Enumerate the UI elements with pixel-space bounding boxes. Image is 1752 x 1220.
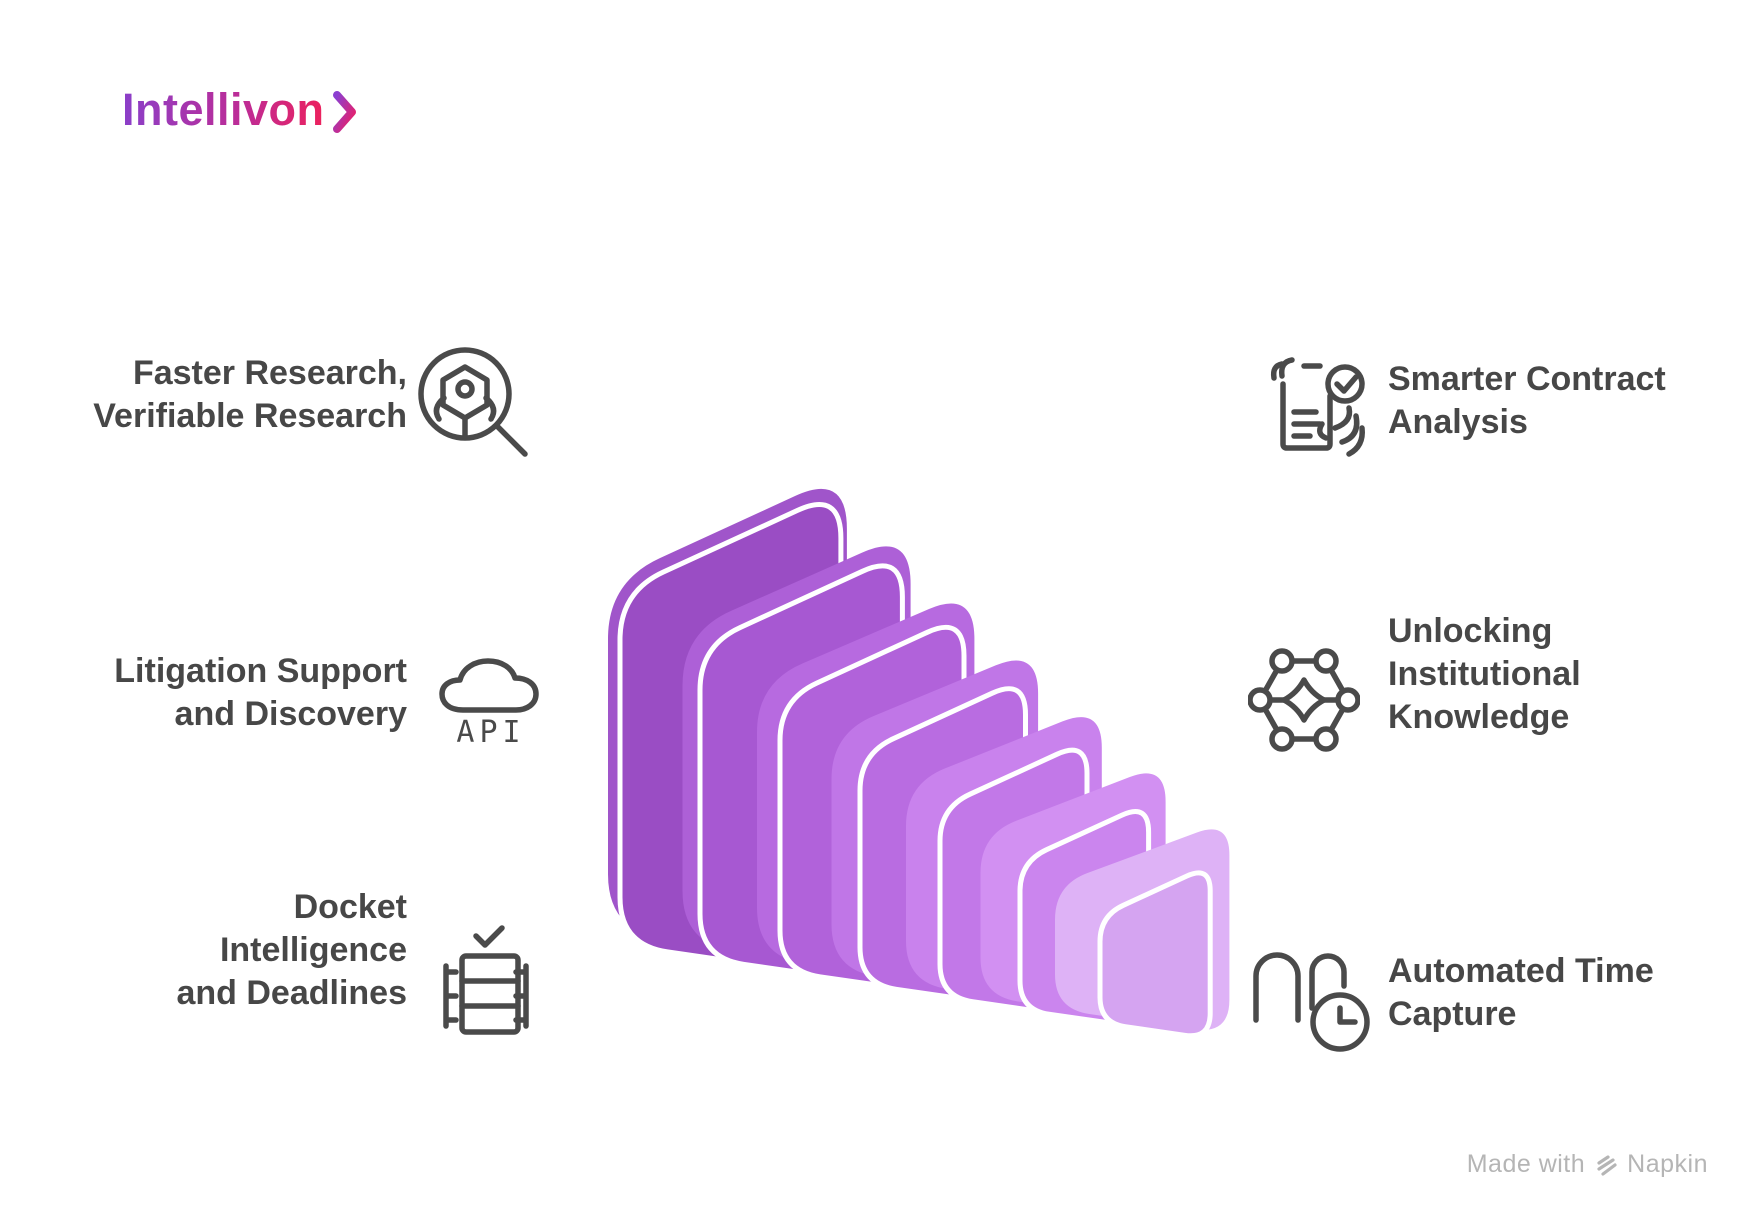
stack-layer bbox=[906, 717, 1102, 1007]
stack-layer bbox=[1097, 870, 1213, 1039]
feature-line: Intelligence bbox=[219, 931, 407, 969]
logo-text: Intellivon bbox=[122, 84, 325, 135]
feature-line: Institutional bbox=[1388, 655, 1581, 693]
logo: Intellivon bbox=[122, 84, 358, 136]
feature-faster-research: Faster Research, Verifiable Research bbox=[60, 352, 407, 438]
feature-line: Unlocking bbox=[1388, 612, 1553, 650]
stack-layer bbox=[831, 660, 1039, 995]
feature-litigation-support: Litigation Support and Discovery bbox=[60, 650, 407, 736]
feature-docket-intelligence: Docket Intelligence and Deadlines bbox=[60, 886, 407, 1015]
feature-line: Knowledge bbox=[1388, 698, 1570, 736]
research-bot-magnifier-icon bbox=[408, 338, 538, 468]
stack-layer bbox=[608, 488, 847, 959]
knowledge-network-icon bbox=[1248, 644, 1360, 756]
automated-time-icon bbox=[1240, 928, 1378, 1066]
feature-line: and Deadlines bbox=[176, 974, 407, 1012]
feature-line: Docket bbox=[293, 888, 407, 926]
svg-text:API: API bbox=[456, 715, 525, 750]
stack-layer bbox=[617, 502, 844, 974]
feature-line: Capture bbox=[1388, 995, 1517, 1033]
feature-institutional-knowledge: Unlocking Institutional Knowledge bbox=[1388, 610, 1581, 739]
stack-layer bbox=[777, 624, 967, 996]
feature-line: Automated Time bbox=[1388, 952, 1654, 990]
feature-line: Analysis bbox=[1388, 403, 1528, 441]
stack-layer bbox=[682, 546, 911, 971]
feature-smarter-contract: Smarter Contract Analysis bbox=[1388, 358, 1666, 444]
stack-layer bbox=[857, 686, 1028, 1006]
chevron-right-icon bbox=[332, 91, 356, 133]
stack-layer bbox=[697, 563, 905, 985]
stack-layer bbox=[1017, 809, 1152, 1028]
stack-layer bbox=[937, 747, 1090, 1017]
watermark-prefix: Made with bbox=[1466, 1150, 1586, 1178]
feature-line: Litigation Support bbox=[114, 652, 407, 690]
docket-table-check-icon bbox=[426, 916, 546, 1048]
cloud-api-icon: API bbox=[432, 638, 550, 750]
feature-line: and Discovery bbox=[174, 695, 407, 733]
feature-line: Smarter Contract bbox=[1388, 360, 1666, 398]
feature-line: Verifiable Research bbox=[93, 397, 407, 435]
watermark: Made with Napkin bbox=[1467, 1150, 1708, 1179]
contract-analysis-icon bbox=[1252, 350, 1387, 485]
stack-layer bbox=[980, 773, 1166, 1018]
feature-automated-time: Automated Time Capture bbox=[1388, 950, 1654, 1036]
watermark-brand: Napkin bbox=[1627, 1150, 1708, 1178]
feature-line: Faster Research, bbox=[132, 354, 407, 392]
stack-layer bbox=[757, 603, 975, 983]
napkin-logo-icon bbox=[1597, 1154, 1617, 1176]
stack-layer bbox=[1055, 829, 1230, 1030]
